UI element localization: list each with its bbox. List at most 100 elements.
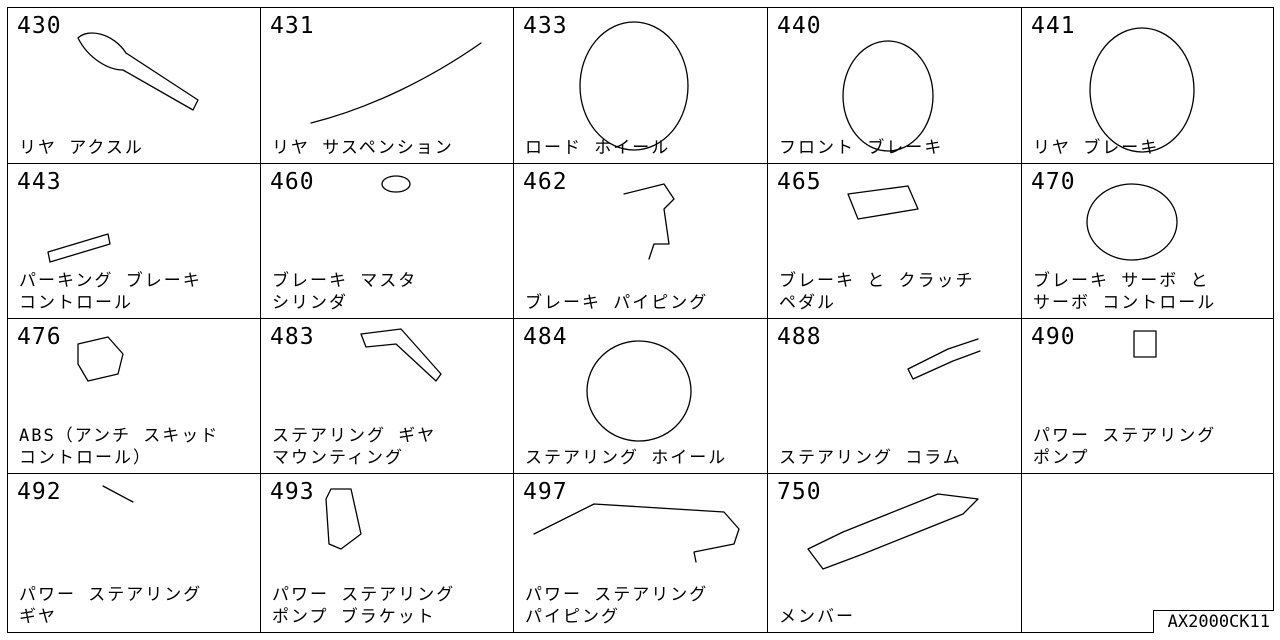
part-cell-484[interactable]: 484 ステアリング ホイール	[514, 319, 768, 474]
part-label: パワー ステアリングポンプ ブラケット	[272, 584, 455, 628]
part-label-line: リヤ サスペンション	[272, 138, 454, 158]
part-cell-492[interactable]: 492 パワー ステアリングギヤ	[8, 474, 261, 632]
rear-axle-icon	[77, 32, 199, 111]
brake-piping-icon	[623, 183, 675, 260]
part-label-line: パイピング	[525, 607, 620, 627]
part-cell-493[interactable]: 493 パワー ステアリングポンプ ブラケット	[261, 474, 514, 632]
part-label-line: ブレーキ サーボ と	[1033, 271, 1210, 291]
part-label: フロント ブレーキ	[779, 137, 943, 159]
part-number: 490	[1031, 324, 1076, 350]
part-label-line: シリンダ	[272, 293, 348, 313]
part-label-line: ポンプ	[1033, 448, 1090, 468]
part-label-line: ステアリング ホイール	[525, 448, 728, 468]
part-number: 440	[777, 13, 822, 39]
part-label: リヤ ブレーキ	[1033, 137, 1159, 159]
part-cell-460[interactable]: 460 ブレーキ マスタシリンダ	[261, 164, 514, 319]
parking-brake-icon	[47, 233, 111, 263]
part-cell-497[interactable]: 497 パワー ステアリングパイピング	[514, 474, 768, 632]
rear-brake-icon	[1089, 27, 1195, 153]
part-cell-441[interactable]: 441 リヤ ブレーキ	[1022, 8, 1273, 164]
part-label-line: パワー ステアリング	[1033, 426, 1217, 446]
part-label: パーキング ブレーキコントロール	[19, 270, 202, 314]
gear-mounting-icon	[360, 328, 442, 382]
part-cell-470[interactable]: 470 ブレーキ サーボ とサーボ コントロール	[1022, 164, 1273, 319]
part-label-line: パーキング ブレーキ	[19, 271, 202, 291]
part-label-line: ブレーキ パイピング	[525, 293, 709, 313]
part-label-line: ブレーキ マスタ	[272, 271, 418, 291]
part-label: ロード ホイール	[525, 137, 670, 159]
road-wheel-icon	[579, 21, 689, 151]
part-label: ブレーキ パイピング	[525, 292, 708, 314]
part-number: 460	[270, 169, 315, 195]
part-label-line: リヤ ブレーキ	[1033, 138, 1160, 158]
part-label: ステアリング ホイール	[525, 447, 727, 469]
part-label-line: ABS（アンチ スキッド	[19, 426, 220, 446]
part-number: 476	[17, 324, 62, 350]
part-label: メンバー	[779, 606, 855, 628]
part-label-line: リヤ アクスル	[19, 138, 144, 158]
part-number: 433	[523, 13, 568, 39]
part-cell-490[interactable]: 490 パワー ステアリングポンプ	[1022, 319, 1273, 474]
part-cell-433[interactable]: 433 ロード ホイール	[514, 8, 768, 164]
part-label: パワー ステアリングポンプ	[1033, 425, 1216, 469]
part-label-line: サーボ コントロール	[1033, 293, 1217, 313]
part-label-line: マウンティング	[272, 448, 404, 468]
part-number: 441	[1031, 13, 1076, 39]
part-cell-431[interactable]: 431 リヤ サスペンション	[261, 8, 514, 164]
part-number: 431	[270, 13, 315, 39]
part-number: 465	[777, 169, 822, 195]
ps-piping-icon	[533, 503, 740, 563]
part-label: ブレーキ サーボ とサーボ コントロール	[1033, 270, 1216, 314]
part-label-line: ブレーキ と クラッチ	[779, 271, 975, 291]
part-label-line: パワー ステアリング	[272, 585, 456, 605]
part-label: ブレーキ マスタシリンダ	[272, 270, 417, 314]
part-label-line: フロント ブレーキ	[779, 138, 944, 158]
part-label: リヤ アクスル	[19, 137, 144, 159]
part-label-line: ロード ホイール	[525, 138, 671, 158]
steering-column-icon	[907, 338, 981, 380]
leaf-spring-icon	[310, 42, 482, 124]
part-number: 484	[523, 324, 568, 350]
part-label: リヤ サスペンション	[272, 137, 454, 159]
part-number: 443	[17, 169, 62, 195]
part-number: 483	[270, 324, 315, 350]
part-cell-476[interactable]: 476 ABS（アンチ スキッドコントロール）	[8, 319, 261, 474]
abs-unit-icon	[77, 336, 124, 382]
part-number: 750	[777, 479, 822, 505]
part-number: 492	[17, 479, 62, 505]
part-cell-488[interactable]: 488 ステアリング コラム	[768, 319, 1022, 474]
pump-bracket-icon	[325, 488, 362, 550]
part-cell-462[interactable]: 462 ブレーキ パイピング	[514, 164, 768, 319]
pedal-icon	[847, 185, 919, 220]
part-number: 497	[523, 479, 568, 505]
part-number: 430	[17, 13, 62, 39]
brake-servo-icon	[1086, 183, 1178, 261]
part-label-line: コントロール）	[19, 448, 152, 468]
part-label-line: ステアリング コラム	[779, 448, 962, 468]
part-label-line: メンバー	[779, 607, 855, 627]
part-cell-750[interactable]: 750 メンバー	[768, 474, 1022, 632]
part-cell-430[interactable]: 430 リヤ アクスル	[8, 8, 261, 164]
member-frame-icon	[807, 493, 979, 570]
part-label: ブレーキ と クラッチペダル	[779, 270, 974, 314]
part-number: 493	[270, 479, 315, 505]
part-label-line: ステアリング ギヤ	[272, 426, 437, 446]
part-label-line: パワー ステアリング	[19, 585, 203, 605]
part-cell-440[interactable]: 440 フロント ブレーキ	[768, 8, 1022, 164]
part-number: 470	[1031, 169, 1076, 195]
part-number: 462	[523, 169, 568, 195]
part-cell-443[interactable]: 443 パーキング ブレーキコントロール	[8, 164, 261, 319]
part-label-line: パワー ステアリング	[525, 585, 709, 605]
part-number: 488	[777, 324, 822, 350]
part-cell-483[interactable]: 483 ステアリング ギヤマウンティング	[261, 319, 514, 474]
part-label: ABS（アンチ スキッドコントロール）	[19, 425, 219, 469]
part-cell-465[interactable]: 465 ブレーキ と クラッチペダル	[768, 164, 1022, 319]
part-label-line: ポンプ ブラケット	[272, 607, 436, 627]
steering-rack-icon	[102, 485, 134, 503]
part-label-line: ギヤ	[19, 607, 57, 627]
master-cylinder-icon	[381, 175, 411, 193]
part-label: ステアリング ギヤマウンティング	[272, 425, 436, 469]
part-label-line: コントロール	[19, 293, 133, 313]
diagram-code: AX2000CK11	[1152, 610, 1274, 633]
